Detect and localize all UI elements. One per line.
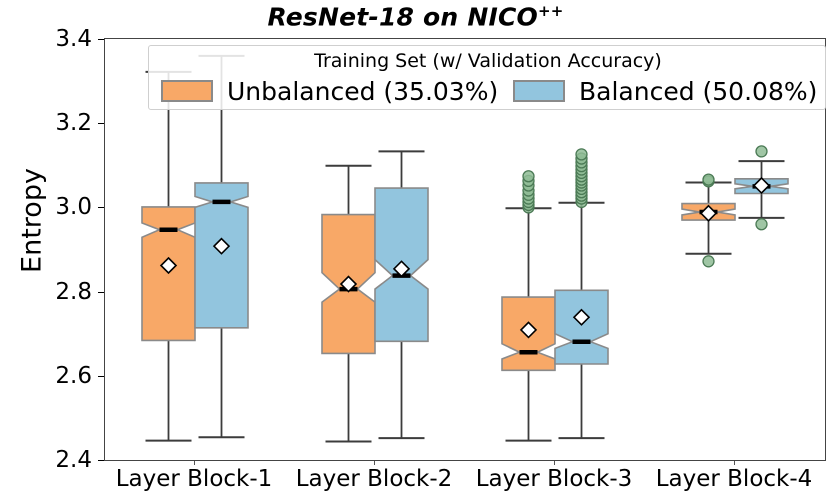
x-axis-tick-label: Layer Block-1: [115, 466, 273, 492]
boxplot-unbalanced-block-1: [141, 70, 196, 442]
mean-marker-diamond: [519, 321, 538, 339]
mean-marker-diamond: [159, 256, 178, 275]
y-axis-tick-label: 3.2: [55, 110, 92, 137]
outlier-point: [702, 255, 715, 268]
boxplot-unbalanced-block-2: [321, 164, 376, 443]
outlier-point: [702, 173, 715, 186]
outlier-point: [575, 148, 588, 161]
legend-swatch-unbalanced: [161, 80, 213, 102]
box: [194, 182, 249, 329]
chart-title: ResNet-18 on NICO++: [0, 2, 831, 31]
x-axis-tick-label: Layer Block-3: [475, 466, 633, 492]
legend-swatch-balanced: [513, 80, 565, 102]
outlier-point: [755, 218, 768, 231]
y-axis-tick-mark: [98, 207, 104, 209]
x-axis-tick-label: Layer Block-4: [655, 466, 813, 492]
boxplot-unbalanced-block-4: [681, 173, 736, 268]
y-axis-tick-mark: [98, 291, 104, 293]
y-axis-tick-label: 2.8: [55, 278, 92, 305]
mean-marker-diamond: [752, 176, 771, 195]
boxplot-unbalanced-block-3: [501, 170, 556, 442]
mean-marker-diamond: [339, 275, 358, 293]
legend-entry-unbalanced[interactable]: Unbalanced (35.03%): [161, 76, 499, 106]
x-axis-tick-label: Layer Block-2: [295, 466, 453, 492]
mean-marker-diamond: [212, 237, 231, 255]
outlier-point: [755, 145, 768, 158]
boxplot-canvas: [141, 54, 789, 443]
legend: Training Set (w/ Validation Accuracy) Un…: [148, 45, 826, 110]
chart-title-superscript: ++: [537, 2, 564, 20]
legend-entry-balanced[interactable]: Balanced (50.08%): [513, 76, 818, 106]
y-axis-label: Entropy: [16, 168, 48, 273]
box: [554, 289, 609, 365]
y-axis-tick-label: 2.4: [55, 447, 92, 473]
x-axis-tick-mark: [554, 460, 555, 465]
outlier-point: [522, 170, 535, 183]
boxplot-balanced-block-4: [734, 145, 789, 231]
y-axis-tick-mark: [98, 39, 104, 40]
y-axis-tick-label: 3.4: [55, 26, 92, 52]
boxplot-balanced-block-1: [194, 54, 249, 439]
x-axis-tick-mark: [734, 460, 735, 465]
chart-title-main: ResNet-18 on NICO: [267, 2, 538, 32]
y-axis-tick-mark: [98, 375, 104, 377]
boxplot-balanced-block-3: [554, 148, 609, 440]
y-axis-tick-mark: [98, 123, 104, 125]
y-axis-tick-label: 2.6: [55, 362, 92, 389]
x-axis-tick-mark: [374, 460, 375, 465]
mean-marker-diamond: [392, 260, 411, 278]
legend-title: Training Set (w/ Validation Accuracy): [314, 50, 662, 72]
y-axis-tick-label: 3.0: [55, 194, 92, 221]
boxplot-balanced-block-2: [374, 150, 429, 440]
legend-label-unbalanced: Unbalanced (35.03%): [227, 76, 499, 106]
mean-marker-diamond: [699, 204, 718, 222]
y-axis-tick-mark: [98, 460, 104, 461]
x-axis-tick-mark: [194, 460, 195, 465]
mean-marker-diamond: [572, 308, 591, 326]
legend-label-balanced: Balanced (50.08%): [579, 76, 818, 106]
